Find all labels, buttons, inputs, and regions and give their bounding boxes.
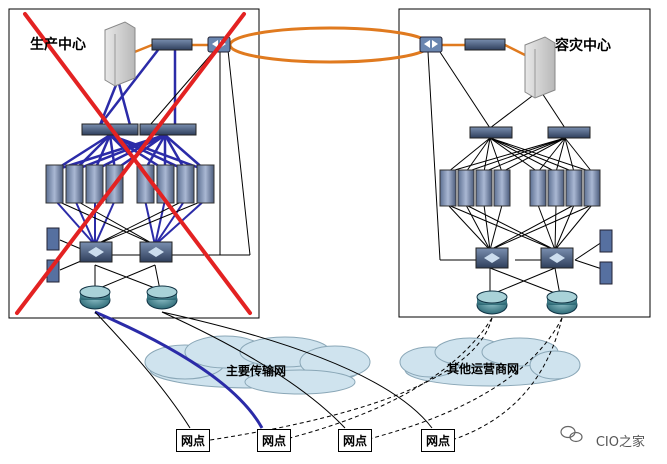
primary-blue-mesh <box>54 133 206 172</box>
server-rack-icon <box>524 36 556 99</box>
switch-icon <box>79 241 113 263</box>
router-icon <box>546 290 578 315</box>
switch-icon <box>139 241 173 263</box>
server-row-primary-left <box>45 164 124 204</box>
switch-icon <box>475 247 509 269</box>
switch-icon <box>469 126 513 139</box>
switch-icon <box>547 126 591 139</box>
primary-site-label: 生产中心 <box>30 37 86 53</box>
primary-site-frame <box>8 8 260 319</box>
orange-link-ring <box>228 26 432 64</box>
main-network-label: 主要传输网 <box>226 364 287 378</box>
switch-icon <box>139 123 197 136</box>
branch-node-3: 网点 <box>338 429 373 452</box>
server-rack-icon <box>104 21 136 87</box>
switch-icon <box>464 38 506 51</box>
router-icon <box>476 290 508 315</box>
other-network-label: 其他运营商网 <box>447 362 520 376</box>
watermark: CIO之家 <box>596 431 645 450</box>
backup-site-frame <box>398 8 651 318</box>
branch-node-4: 网点 <box>421 429 456 452</box>
branch-node-1: 网点 <box>176 429 211 452</box>
router-icon <box>419 36 443 53</box>
watermark-text: CIO之家 <box>595 435 645 450</box>
failure-cross-icon <box>15 12 252 315</box>
router-icon <box>146 285 178 310</box>
storage-icon <box>599 229 613 285</box>
backup-site-label: 容灾中心 <box>555 38 611 54</box>
wechat-icon <box>560 425 583 443</box>
main-network-cloud <box>144 335 371 395</box>
backup-mesh <box>447 137 593 251</box>
router-icon <box>79 285 111 310</box>
switch-icon <box>540 247 574 269</box>
server-row-primary-right <box>136 164 215 204</box>
other-network-cloud <box>399 337 581 387</box>
server-row-backup-left <box>439 169 511 207</box>
storage-icon <box>46 227 60 283</box>
main-link-blue <box>94 310 264 429</box>
branch-node-2: 网点 <box>257 429 292 452</box>
server-row-backup-right <box>529 169 601 207</box>
switch-icon <box>151 38 193 51</box>
